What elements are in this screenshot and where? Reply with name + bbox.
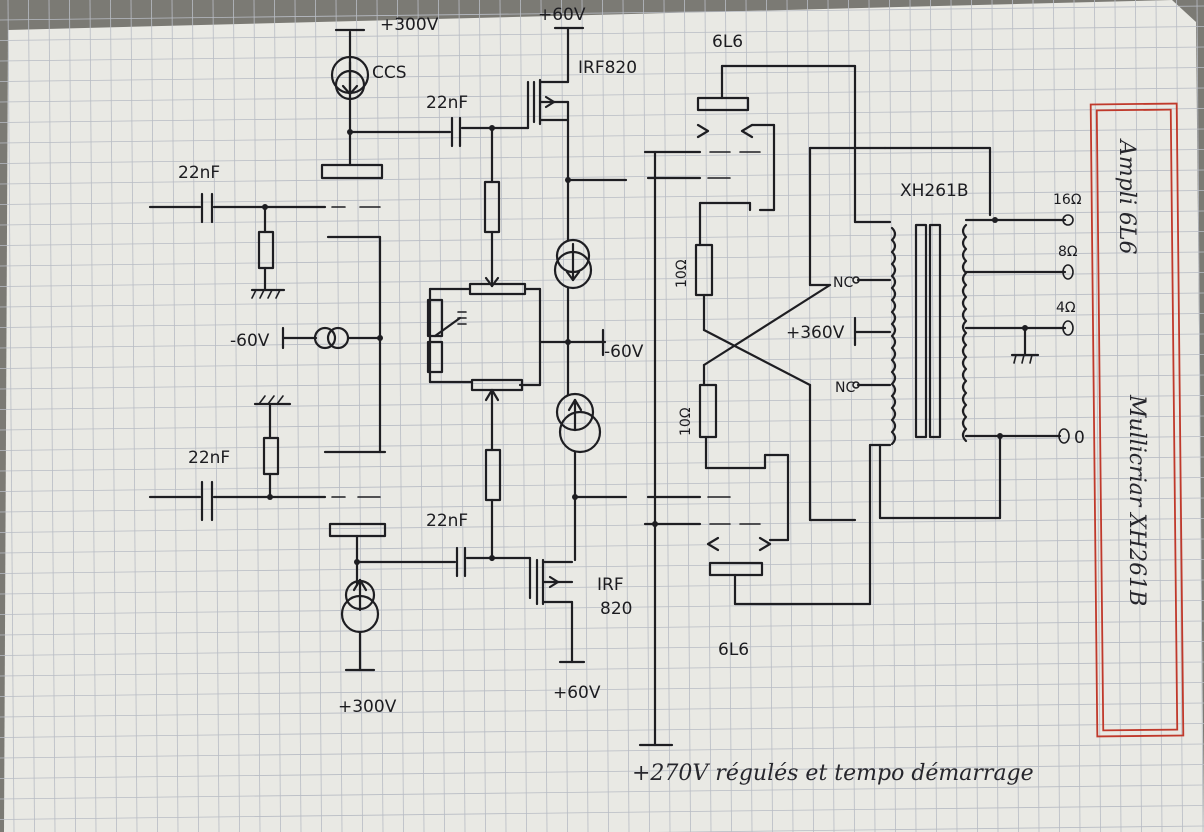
- label-tap-16: 16Ω: [1053, 192, 1082, 208]
- label-resistor-bottom: 10Ω: [678, 407, 694, 436]
- label-nc-top: NC: [833, 275, 853, 291]
- label-tube-top: 6L6: [712, 32, 743, 52]
- label-ccs: CCS: [372, 63, 407, 83]
- output-stage: [638, 64, 1074, 747]
- label-cap-bottom-mid: 22nF: [426, 511, 468, 531]
- title-line-1: Ampli 6L6: [1114, 138, 1139, 255]
- label-plus300-top: +300V: [380, 15, 439, 35]
- driver-stage: [348, 26, 628, 664]
- label-minus60-left: -60V: [230, 331, 270, 351]
- label-mosfet-bottom-a: IRF: [597, 575, 624, 595]
- label-tap-4: 4Ω: [1056, 300, 1076, 316]
- input-stage: [148, 28, 387, 672]
- label-plus60-top: +60V: [538, 5, 586, 25]
- label-plus270: +270V régulés et tempo démarrage: [632, 761, 1034, 786]
- label-transformer: XH261B: [900, 181, 969, 201]
- title-frame: [1089, 102, 1185, 738]
- label-resistor-top: 10Ω: [674, 259, 690, 288]
- label-nc-bottom: NC: [835, 380, 855, 396]
- label-mosfet-bottom-b: 820: [600, 599, 632, 619]
- label-minus60-mid: -60V: [604, 342, 644, 362]
- label-cap-in-bottom: 22nF: [188, 448, 230, 468]
- label-mosfet-top: IRF820: [578, 58, 637, 78]
- label-tube-bottom: 6L6: [718, 640, 749, 660]
- label-plus60-bottom: +60V: [553, 683, 601, 703]
- label-cap-in-top: 22nF: [178, 163, 220, 183]
- label-tap-8: 8Ω: [1058, 244, 1078, 260]
- label-plus300-bottom: +300V: [338, 697, 397, 717]
- label-cap-top-mid: 22nF: [426, 93, 468, 113]
- paper: [4, 0, 1204, 832]
- title-line-2: Mullicriar XH261B: [1124, 394, 1149, 606]
- label-tap-0: 0: [1074, 428, 1085, 448]
- label-plus360: +360V: [786, 323, 845, 343]
